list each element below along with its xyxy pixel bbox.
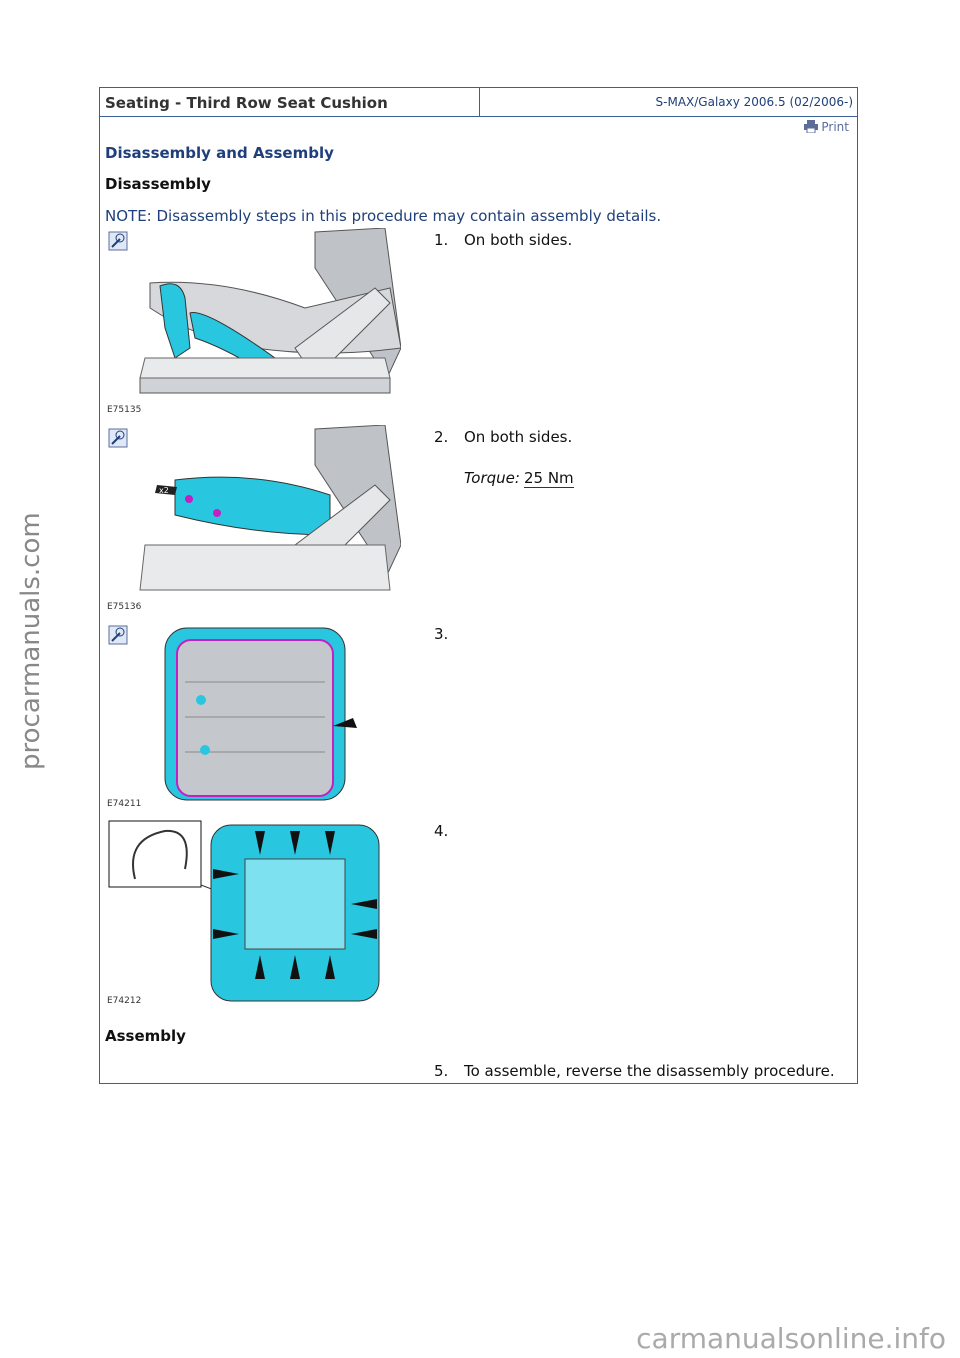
- figure-code: E75135: [107, 405, 141, 415]
- document-frame: Seating - Third Row Seat Cushion S-MAX/G…: [99, 87, 858, 1084]
- figure-4[interactable]: E74212: [105, 819, 401, 1007]
- step-number: 1.: [434, 231, 449, 249]
- zoom-icon[interactable]: [108, 428, 128, 448]
- torque-label: Torque:: [464, 469, 520, 487]
- zoom-icon[interactable]: [108, 231, 128, 251]
- step-text: To assemble, reverse the disassembly pro…: [464, 1062, 835, 1080]
- figure-1[interactable]: E75135: [105, 228, 401, 416]
- step-number: 3.: [434, 625, 449, 643]
- page-title: Seating - Third Row Seat Cushion: [105, 94, 388, 112]
- step-number: 5.: [434, 1062, 449, 1080]
- print-label: Print: [821, 120, 849, 134]
- callout-label: x2: [159, 486, 169, 495]
- section-title: Disassembly and Assembly: [105, 144, 334, 162]
- figure-2[interactable]: x2 E75136: [105, 425, 401, 613]
- torque-spec: Torque:25 Nm: [464, 469, 574, 488]
- figure-code: E75136: [107, 602, 142, 612]
- assembly-heading: Assembly: [105, 1027, 186, 1045]
- figure-code: E74211: [107, 799, 141, 809]
- step-text: On both sides.: [464, 428, 573, 446]
- printer-icon: [804, 120, 819, 134]
- model-label: S-MAX/Galaxy 2006.5 (02/2006-): [655, 95, 853, 109]
- figure-code: E74212: [107, 996, 141, 1006]
- header-divider: [479, 88, 480, 116]
- note-text: NOTE: Disassembly steps in this procedur…: [105, 207, 662, 225]
- print-link[interactable]: Print: [804, 120, 849, 134]
- step-number: 2.: [434, 428, 449, 446]
- side-watermark: procarmanuals.com: [16, 512, 46, 770]
- torque-value[interactable]: 25 Nm: [523, 469, 574, 488]
- footer-watermark: carmanualsonline.info: [636, 1322, 946, 1355]
- zoom-icon[interactable]: [108, 625, 128, 645]
- disassembly-heading: Disassembly: [105, 175, 211, 193]
- step-text: On both sides.: [464, 231, 573, 249]
- figure-3[interactable]: E74211: [105, 622, 401, 810]
- header-bar: Seating - Third Row Seat Cushion S-MAX/G…: [100, 88, 857, 117]
- step-number: 4.: [434, 822, 449, 840]
